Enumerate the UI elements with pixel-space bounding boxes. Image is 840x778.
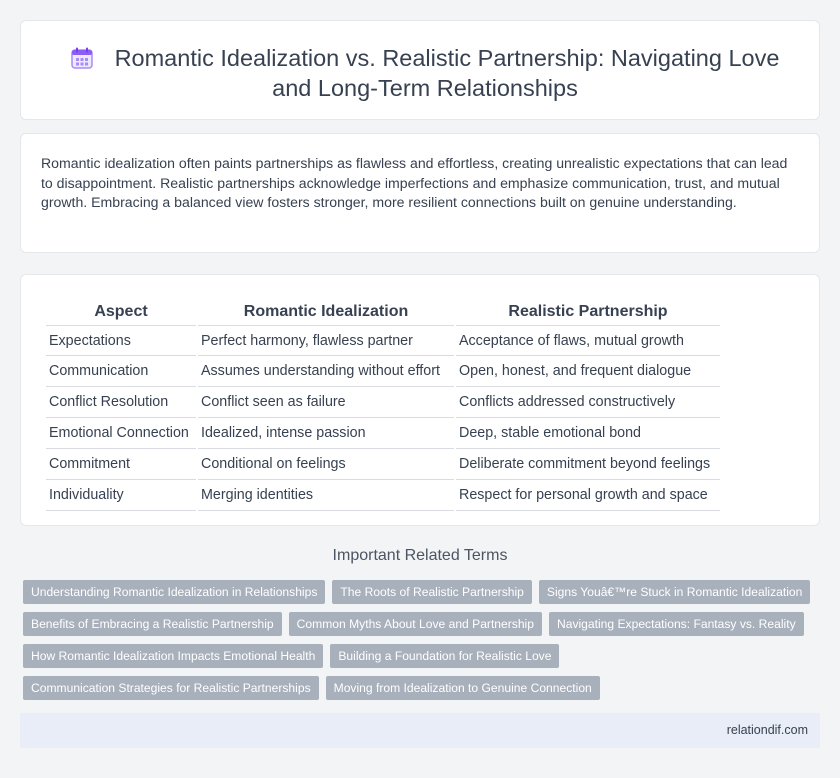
related-terms-row: Benefits of Embracing a Realistic Partne… xyxy=(23,612,804,636)
table-cell-realistic: Deep, stable emotional bond xyxy=(456,418,720,449)
related-term-link[interactable]: Signs Youâ€™re Stuck in Romantic Idealiz… xyxy=(538,580,811,604)
intro-paragraph: Romantic idealization often paints partn… xyxy=(41,155,788,211)
related-term-link[interactable]: Moving from Idealization to Genuine Conn… xyxy=(325,676,600,700)
table-cell-aspect: Individuality xyxy=(46,480,196,511)
footer-site-name: relationdif.com xyxy=(726,723,808,737)
table-cell-romantic: Assumes understanding without effort xyxy=(198,356,454,387)
page-title: Romantic Idealization vs. Realistic Part… xyxy=(61,43,789,103)
related-term-link[interactable]: Understanding Romantic Idealization in R… xyxy=(23,580,326,604)
page-title-text: Romantic Idealization vs. Realistic Part… xyxy=(114,45,780,101)
table-cell-romantic: Conflict seen as failure xyxy=(198,387,454,418)
table-cell-aspect: Expectations xyxy=(46,325,196,356)
table-row: Conflict Resolution Conflict seen as fai… xyxy=(46,387,720,418)
table-cell-romantic: Idealized, intense passion xyxy=(198,418,454,449)
table-cell-aspect: Conflict Resolution xyxy=(46,387,196,418)
related-terms-row: Communication Strategies for Realistic P… xyxy=(23,676,600,700)
table-cell-romantic: Conditional on feelings xyxy=(198,449,454,480)
comparison-card: Aspect Romantic Idealization Realistic P… xyxy=(20,274,820,526)
comparison-table: Aspect Romantic Idealization Realistic P… xyxy=(44,296,722,511)
table-row: Individuality Merging identities Respect… xyxy=(46,480,720,511)
header-card: Romantic Idealization vs. Realistic Part… xyxy=(20,20,820,120)
calendar-icon xyxy=(70,47,93,69)
column-header-romantic-idealization: Romantic Idealization xyxy=(243,303,409,320)
column-header-realistic-partnership: Realistic Partnership xyxy=(508,303,668,320)
footer-bar: relationdif.com xyxy=(20,713,820,748)
related-terms-row: How Romantic Idealization Impacts Emotio… xyxy=(23,644,560,668)
column-header-aspect: Aspect xyxy=(94,303,148,320)
table-row: Expectations Perfect harmony, flawless p… xyxy=(46,325,720,356)
table-cell-realistic: Deliberate commitment beyond feelings xyxy=(456,449,720,480)
intro-card: Romantic idealization often paints partn… xyxy=(20,133,820,253)
table-row: Emotional Connection Idealized, intense … xyxy=(46,418,720,449)
table-cell-realistic: Respect for personal growth and space xyxy=(456,480,720,511)
related-terms-heading: Important Related Terms xyxy=(332,547,508,564)
related-term-link[interactable]: Benefits of Embracing a Realistic Partne… xyxy=(23,612,282,636)
table-cell-realistic: Conflicts addressed constructively xyxy=(456,387,720,418)
related-term-link[interactable]: Communication Strategies for Realistic P… xyxy=(23,676,319,700)
related-term-link[interactable]: The Roots of Realistic Partnership xyxy=(332,580,532,604)
table-cell-realistic: Acceptance of flaws, mutual growth xyxy=(456,325,720,356)
table-cell-aspect: Communication xyxy=(46,356,196,387)
table-cell-romantic: Perfect harmony, flawless partner xyxy=(198,325,454,356)
related-term-link[interactable]: How Romantic Idealization Impacts Emotio… xyxy=(23,644,324,668)
table-cell-realistic: Open, honest, and frequent dialogue xyxy=(456,356,720,387)
related-term-link[interactable]: Navigating Expectations: Fantasy vs. Rea… xyxy=(548,612,804,636)
table-header-row: Aspect Romantic Idealization Realistic P… xyxy=(46,296,720,325)
table-row: Commitment Conditional on feelings Delib… xyxy=(46,449,720,480)
table-cell-aspect: Commitment xyxy=(46,449,196,480)
table-cell-romantic: Merging identities xyxy=(198,480,454,511)
related-term-link[interactable]: Building a Foundation for Realistic Love xyxy=(330,644,560,668)
table-row: Communication Assumes understanding with… xyxy=(46,356,720,387)
table-cell-aspect: Emotional Connection xyxy=(46,418,196,449)
related-term-link[interactable]: Common Myths About Love and Partnership xyxy=(288,612,542,636)
related-terms-row: Understanding Romantic Idealization in R… xyxy=(23,580,811,604)
